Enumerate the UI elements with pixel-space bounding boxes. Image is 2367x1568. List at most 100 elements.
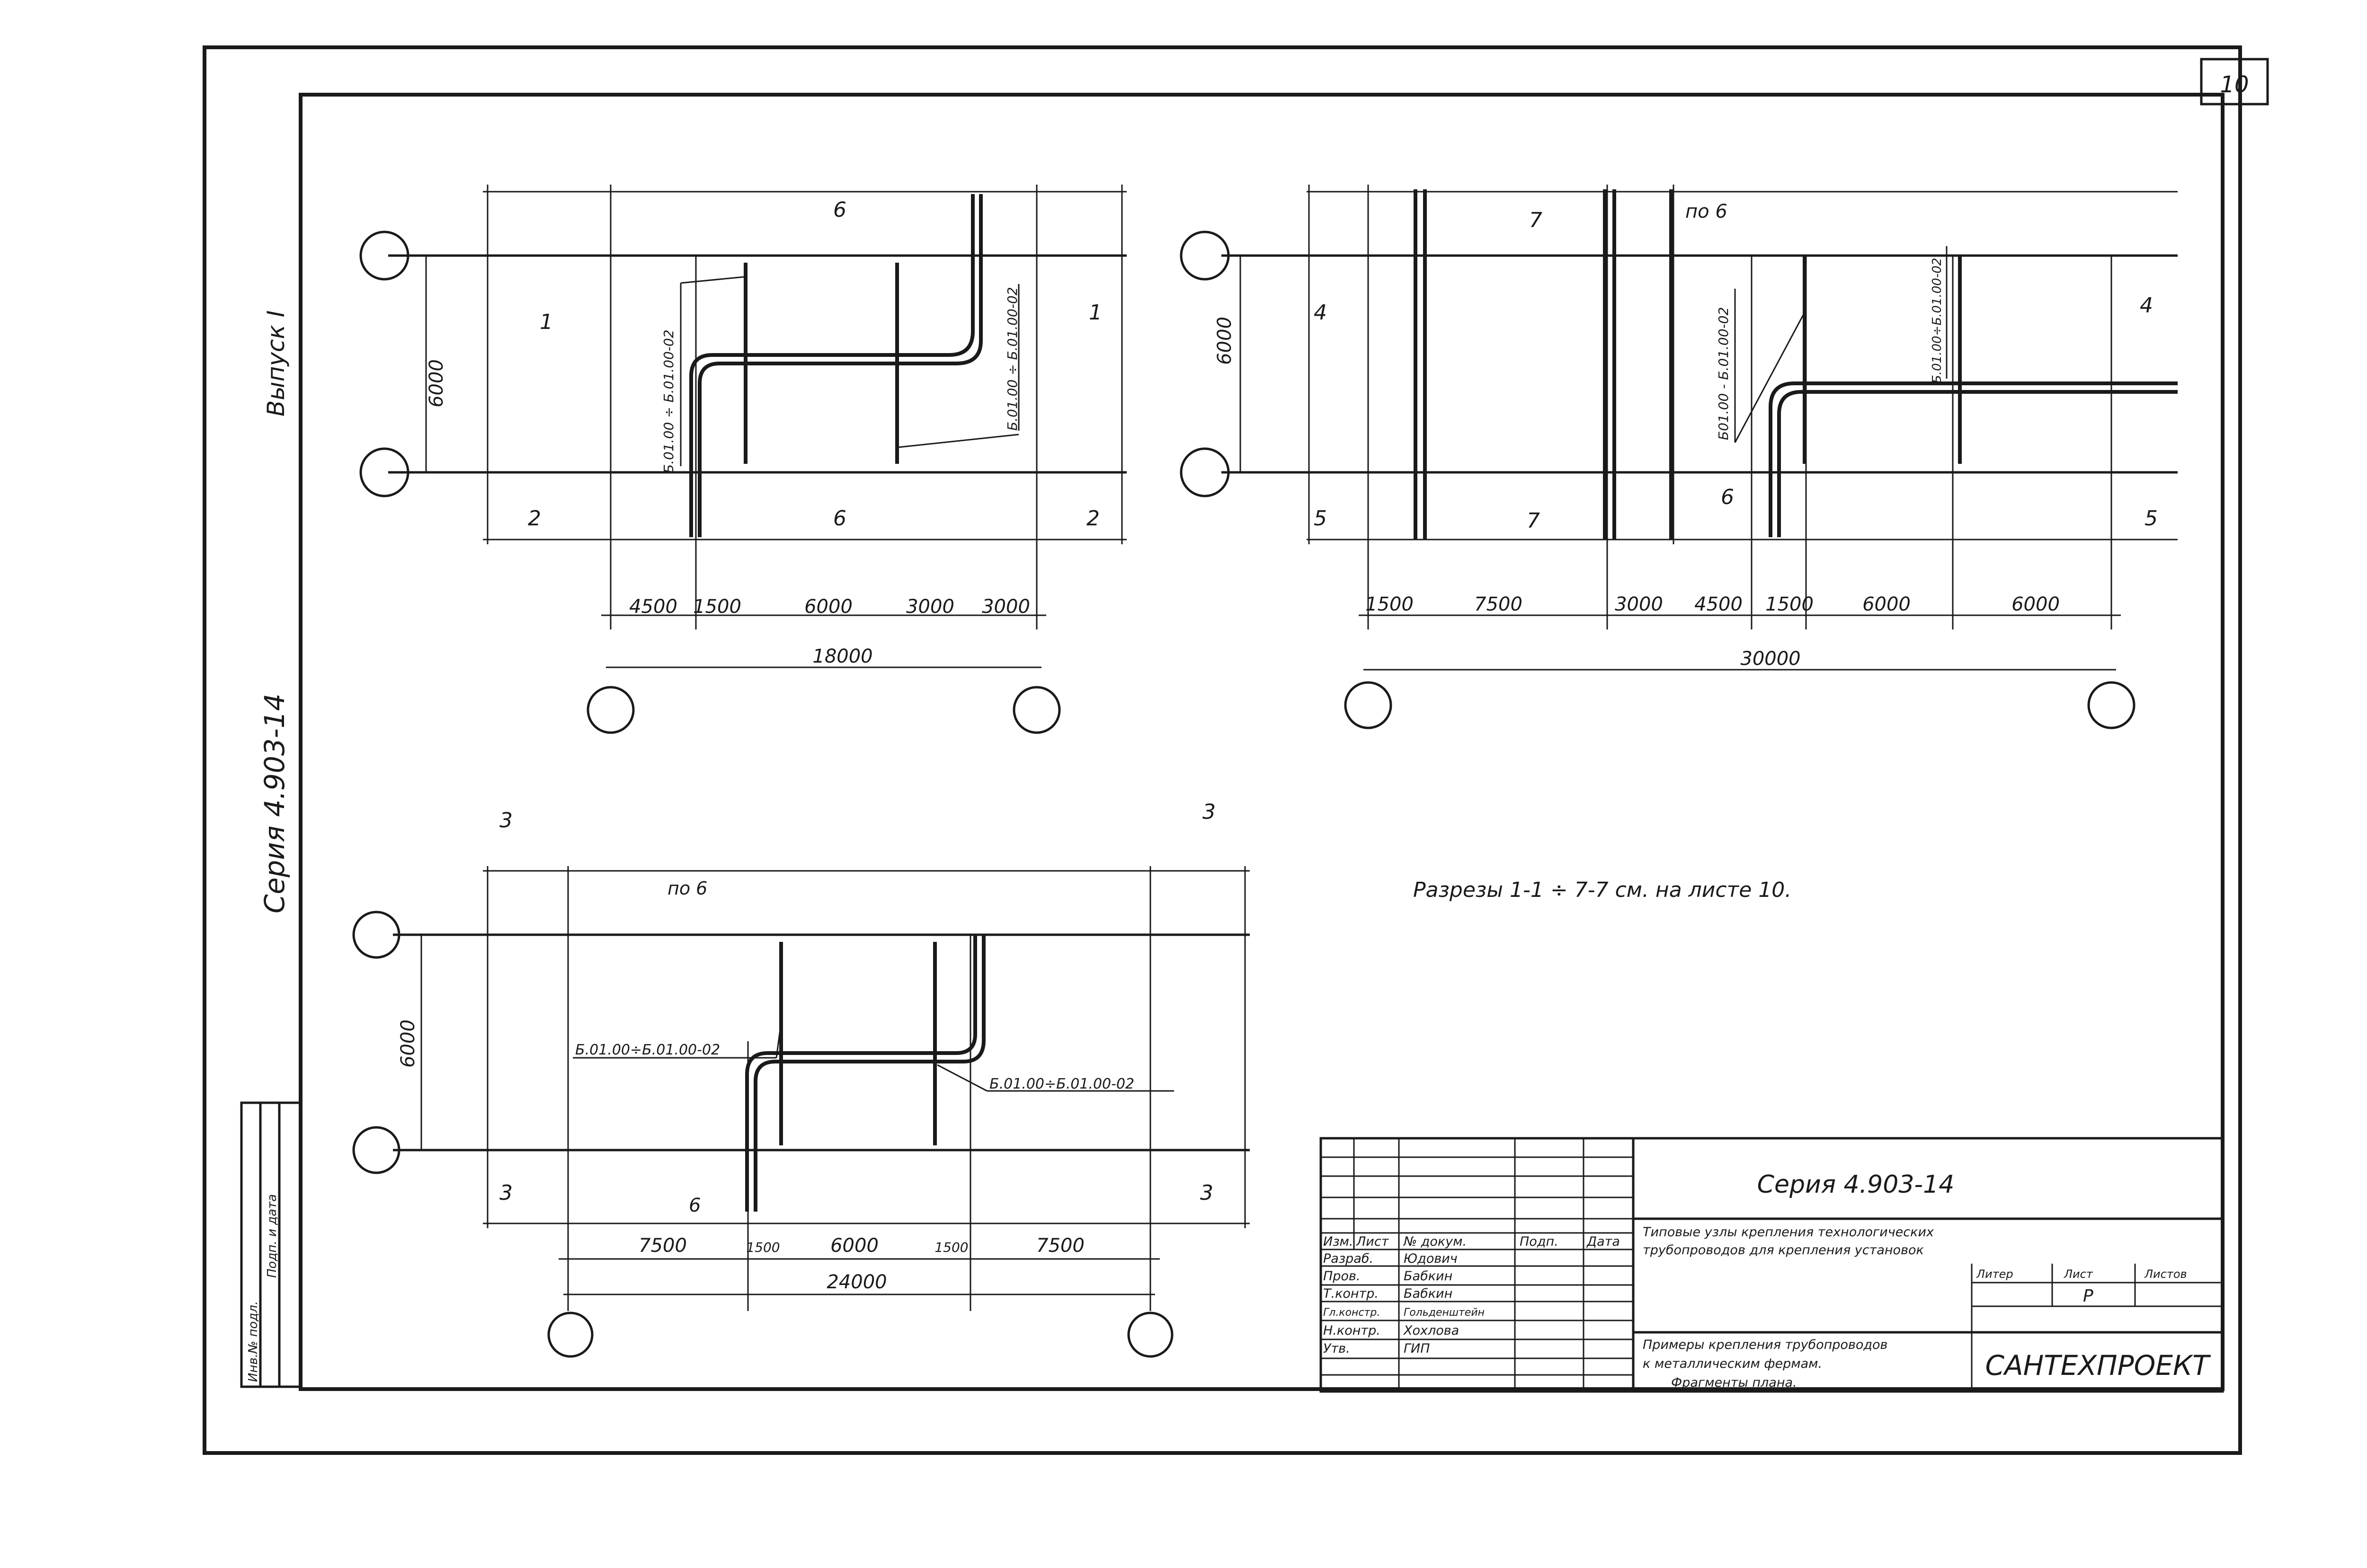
dim-7: 6000 (2011, 594, 2060, 615)
tb-stage-col: Листов (2144, 1267, 2187, 1281)
cut-mark: 5 (1314, 506, 1327, 531)
tb-title-1: Типовые узлы крепления технологических (1643, 1225, 1934, 1240)
tb-header: Лист (1356, 1234, 1389, 1249)
dim-5: 7500 (1036, 1235, 1085, 1257)
tb-series: Серия 4.903-14 (1757, 1170, 1955, 1199)
cut-mark: 3 (499, 1181, 513, 1205)
tb-sheet-title-2: к металлическим фермам. (1643, 1356, 1822, 1371)
cut-mark: 7 (1529, 208, 1542, 232)
tb-role: Гл.констр. (1323, 1307, 1380, 1319)
tb-stage-col: Литер (1976, 1267, 2013, 1281)
member-label: Б.01.00÷Б.01.00-02 (1930, 258, 1944, 383)
cut-mark: 1 (1089, 301, 1102, 325)
outer-frame (203, 45, 2242, 1455)
cut-mark: 7 (1527, 509, 1540, 533)
grid-bubble (1180, 230, 1230, 281)
grid-bubble (352, 1126, 400, 1174)
dim-4: 3000 (906, 596, 954, 618)
dim-5: 3000 (982, 596, 1030, 618)
approval-col-2: Подп. и дата (265, 1194, 279, 1278)
cut-mark: по 6 (1685, 201, 1727, 222)
dim-1: 4500 (629, 596, 677, 618)
dim-3: 6000 (830, 1235, 879, 1257)
cut-mark: 3 (499, 808, 513, 833)
cut-mark: 1 (540, 310, 553, 334)
tb-name: Гольденштейн (1404, 1307, 1485, 1319)
title-block: Серия 4.903-14 Типовые узлы крепления те… (1319, 1137, 2224, 1393)
dim-3: 6000 (804, 596, 853, 618)
dim-3: 3000 (1615, 594, 1663, 615)
dim-6: 6000 (1862, 594, 1911, 615)
tb-role: Т.контр. (1323, 1286, 1379, 1301)
dim-2: 1500 (746, 1240, 780, 1255)
dim-total-2: 30000 (1740, 648, 1800, 670)
tb-title-2: трубопроводов для крепления установок (1643, 1243, 1924, 1258)
member-label: Б01.00 - Б.01.00-02 (1716, 307, 1731, 440)
dim-5: 1500 (1765, 594, 1814, 615)
dim-total-3: 24000 (827, 1271, 887, 1293)
cut-mark: 4 (2140, 293, 2153, 318)
grid-bubble (1344, 681, 1392, 729)
grid-bubble (1127, 1311, 1174, 1358)
approval-col-1: Инв.№ подл. (246, 1301, 260, 1382)
tb-header: Подп. (1520, 1234, 1558, 1249)
tb-stage-col: Лист (2064, 1267, 2093, 1281)
tb-name: ГИП (1404, 1341, 1430, 1356)
cut-mark: 6 (689, 1195, 701, 1216)
margin-series: Серия 4.903-14 (258, 693, 291, 913)
grid-bubble (359, 230, 409, 281)
member-label: Б.01.00÷Б.01.00-02 (989, 1076, 1134, 1092)
tb-role: Утв. (1323, 1341, 1350, 1356)
cut-mark: 3 (1202, 800, 1216, 824)
cut-mark: 6 (833, 198, 846, 222)
member-label: Б.01.00÷Б.01.00-02 (575, 1042, 720, 1058)
sheet-number-box (2200, 58, 2269, 106)
span-height-2: 6000 (1214, 317, 1236, 365)
grid-bubble (352, 911, 400, 959)
sections-note: Разрезы 1-1 ÷ 7-7 см. на листе 10. (1413, 878, 1791, 902)
plan-1: 6000 4500 1500 6000 3000 3000 18000 1 1 … (359, 185, 1127, 734)
span-height-1: 6000 (426, 359, 447, 408)
cut-mark: по 6 (667, 878, 707, 899)
tb-header: № докум. (1403, 1234, 1467, 1249)
member-label: Б.01.00 ÷ Б.01.00-02 (661, 329, 676, 473)
tb-header: Дата (1586, 1234, 1620, 1249)
grid-bubble (359, 447, 409, 497)
dim-2: 7500 (1474, 594, 1522, 615)
cut-mark: 3 (1200, 1181, 1213, 1205)
dim-total-1: 18000 (812, 646, 872, 667)
tb-name: Юдович (1404, 1251, 1458, 1266)
dim-4: 1500 (934, 1240, 968, 1255)
tb-name: Бабкин (1404, 1286, 1452, 1301)
cut-mark: 2 (1086, 506, 1100, 531)
tb-sheet-title-3: Фрагменты плана. (1671, 1375, 1797, 1390)
cut-mark: 5 (2145, 506, 2158, 531)
span-height-3: 6000 (397, 1019, 419, 1068)
inner-frame (299, 93, 2225, 1391)
plan-2: 6000 1500 7500 3000 4500 1500 6000 6000 … (1180, 185, 2178, 729)
grid-bubble (2087, 681, 2136, 729)
dim-4: 4500 (1694, 594, 1743, 615)
dim-2: 1500 (693, 596, 741, 618)
cut-mark: 6 (1721, 485, 1734, 509)
member-label: Б.01.00 ÷ Б.01.00-02 (1005, 287, 1020, 431)
grid-bubble (1180, 447, 1230, 497)
plan-3: 6000 7500 1500 6000 1500 7500 24000 3 3 … (352, 800, 1250, 1358)
margin-issue: Выпуск I (262, 310, 290, 416)
tb-stage: Р (2083, 1286, 2093, 1306)
dim-1: 7500 (639, 1235, 687, 1257)
tb-role: Пров. (1323, 1269, 1360, 1284)
grid-bubble (587, 686, 635, 734)
dim-1: 1500 (1365, 594, 1414, 615)
sheet-number: 10 (2220, 71, 2249, 98)
tb-header: Изм. (1323, 1234, 1353, 1249)
tb-name: Бабкин (1404, 1269, 1452, 1284)
tb-name: Хохлова (1403, 1323, 1459, 1338)
grid-bubble (547, 1311, 594, 1358)
grid-bubble (1013, 686, 1061, 734)
cut-mark: 6 (833, 506, 846, 531)
cut-mark: 4 (1314, 301, 1327, 325)
tb-sheet-title-1: Примеры крепления трубопроводов (1643, 1338, 1887, 1352)
tb-role: Разраб. (1323, 1251, 1373, 1266)
